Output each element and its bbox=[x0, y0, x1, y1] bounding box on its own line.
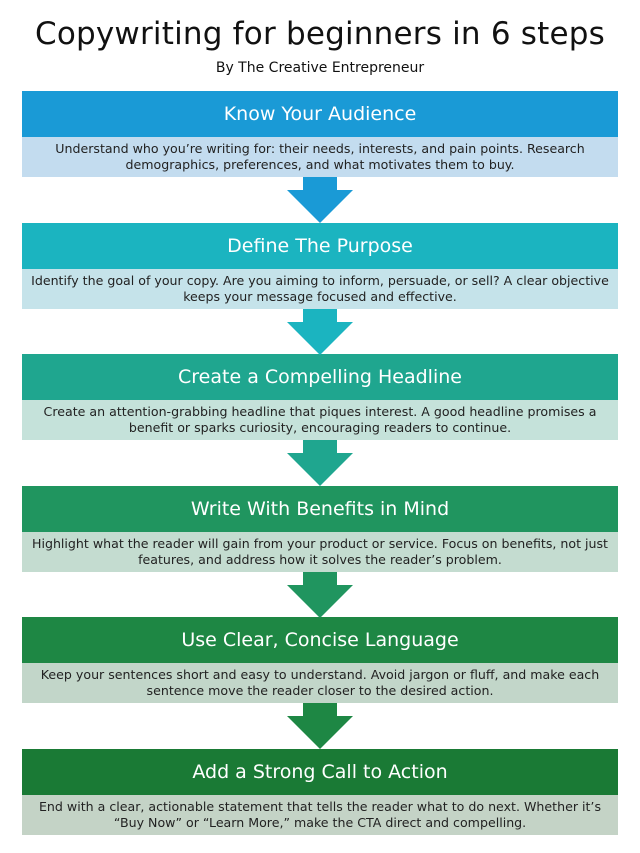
step-heading: Define The Purpose bbox=[22, 222, 618, 269]
step-description: Keep your sentences short and easy to un… bbox=[22, 663, 618, 704]
page-title: Copywriting for beginners in 6 steps bbox=[34, 16, 606, 52]
page-subtitle: By The Creative Entrepreneur bbox=[215, 60, 425, 76]
down-arrow-icon bbox=[287, 440, 353, 487]
down-arrow-icon bbox=[287, 571, 353, 618]
step-heading: Create a Compelling Headline bbox=[22, 354, 618, 401]
step-description: Identify the goal of your copy. Are you … bbox=[22, 268, 618, 309]
step-heading: Write With Benefits in Mind bbox=[22, 485, 618, 532]
step-description: Highlight what the reader will gain from… bbox=[22, 531, 618, 572]
step-heading: Use Clear, Concise Language bbox=[22, 617, 618, 664]
step-heading: Add a Strong Call to Action bbox=[22, 749, 618, 795]
down-arrow-icon bbox=[287, 177, 353, 223]
step-heading: Know Your Audience bbox=[22, 91, 618, 137]
step-description: Create an attention-grabbing headline th… bbox=[22, 400, 618, 441]
down-arrow-icon bbox=[287, 703, 353, 750]
step-description: End with a clear, actionable statement t… bbox=[22, 795, 618, 835]
down-arrow-icon bbox=[287, 308, 353, 355]
step-description: Understand who you’re writing for: their… bbox=[22, 137, 618, 177]
